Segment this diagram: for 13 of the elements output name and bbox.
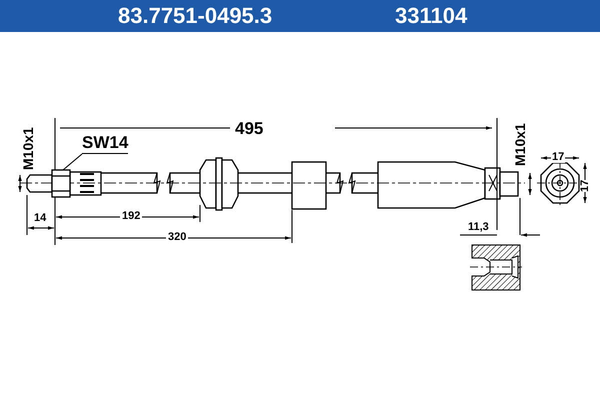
dimension-label: 320	[166, 232, 188, 243]
part-number: 331104	[395, 5, 468, 27]
part-number: 83.7751-0495.3	[118, 5, 272, 27]
thread-label: M10x1	[21, 127, 35, 170]
dimension-label: 17	[580, 180, 591, 192]
dimension-label: 192	[120, 211, 142, 222]
wrench-size-label: SW14	[82, 134, 128, 154]
hex-nut	[51, 169, 71, 198]
leader-line	[62, 154, 82, 170]
dimension-label: 11,3	[468, 222, 489, 233]
dimension-label: 14	[34, 213, 46, 224]
dimension-label: 17	[551, 152, 566, 163]
thread-label: M10x1	[513, 123, 527, 166]
